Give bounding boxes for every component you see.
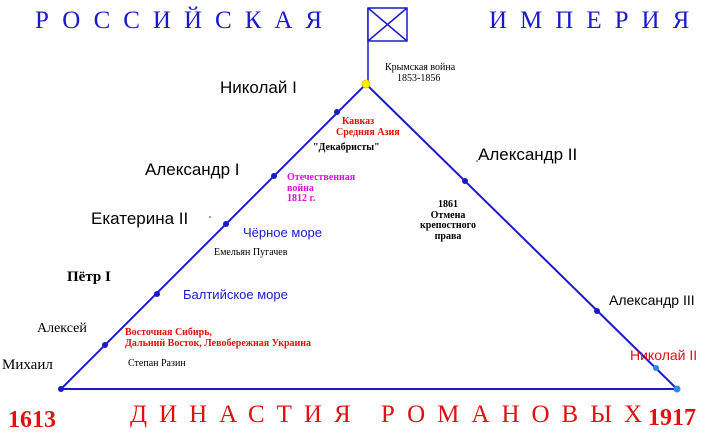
event-caucasus: Кавказ Средняя Азия [336,116,400,138]
ruler-aleksandr2: Александр II [478,145,578,164]
ruler-aleksey: Алексей [37,321,87,336]
event-east-lands-line1: Восточная Сибирь, [125,327,213,338]
event-pugachev: Емельян Пугачев [214,247,288,258]
flag-cross-b [367,7,408,42]
ruler-aleksandr3: Александр III [609,292,695,308]
event-serfdom-line4: права [434,230,462,242]
dot-aleksandr3 [594,308,600,314]
event-patriotic-war-line2: война [287,182,314,194]
dot-nikolay1 [334,109,340,115]
event-serfdom: 1861 Отмена крепостного права [420,199,476,242]
event-patriotic-war-line3: 1812 г. [287,193,316,204]
dot-petr [154,291,160,297]
event-east-lands-line2: Дальний Восток, Левобережная Украина [125,337,312,349]
stray-mark [476,160,478,162]
ruler-nikolay1: Николай I [220,78,297,97]
title-right: ИМПЕРИЯ [489,7,703,34]
event-patriotic-war: Отечественная война 1812 г. [287,172,356,205]
event-serfdom-line2: Отмена [430,209,466,221]
dot-end [673,385,681,393]
bottom-title: ДИНАСТИЯ РОМАНОВЫХ [130,401,655,428]
ruler-aleksandr1: Александр I [145,160,240,179]
year-end: 1917 [648,405,696,431]
dot-aleksey [102,342,108,348]
event-caucasus-line2: Средняя Азия [336,126,400,138]
dot-apex [361,79,371,89]
event-patriotic-war-line1: Отечественная [287,172,356,183]
dynasty-triangle [58,82,680,390]
event-razin: Степан Разин [128,358,186,369]
event-serfdom-line3: крепостного [420,220,476,231]
ruler-mikhail: Михаил [2,357,53,373]
year-start: 1613 [8,407,56,433]
event-baltic-sea: Балтийское море [183,287,288,302]
dot-mikhail [58,386,64,392]
event-serfdom-line1: 1861 [438,199,458,210]
ruler-ekaterina: Екатерина II [91,209,189,228]
event-east-lands: Восточная Сибирь, Дальний Восток, Левобе… [125,327,312,349]
event-crimean-war-line2: 1853-1856 [397,72,441,84]
dot-aleksandr1 [271,173,277,179]
dot-ekaterina [223,221,229,227]
ruler-petr: Пётр I [67,269,111,285]
event-black-sea: Чёрное море [243,225,323,240]
title-left: РОССИЙСКАЯ [35,7,336,34]
stray-mark [209,216,211,218]
event-crimean-war: Крымская война 1853-1856 [385,62,456,84]
dot-aleksandr2 [462,178,468,184]
event-decembrists: "Декабристы" [313,142,380,153]
event-caucasus-line1: Кавказ [342,116,375,127]
dot-nikolay2 [653,365,659,371]
event-crimean-war-line1: Крымская война [385,62,456,73]
ruler-nikolay2: Николай II [630,347,698,363]
